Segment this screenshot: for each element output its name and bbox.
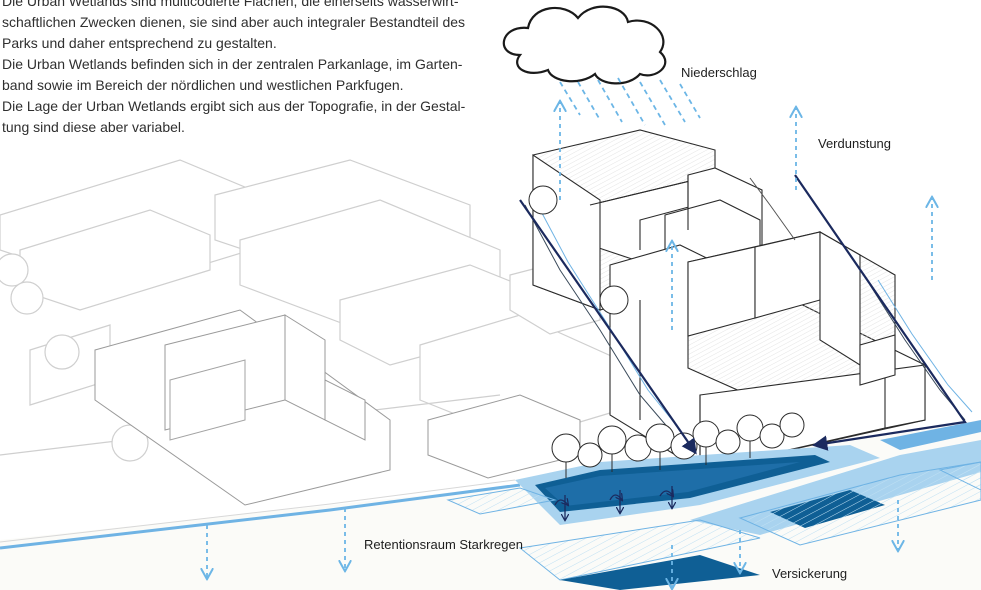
runoff-arrows: [519, 174, 967, 455]
rain-lines: [559, 77, 701, 126]
label-evaporation: Verdunstung: [818, 136, 891, 151]
intro-line: Die Urban Wetlands sind multicodierte Fl…: [2, 0, 459, 9]
intro-line: schaftlichen Zwecken dienen, sie sind ab…: [2, 14, 466, 30]
runoff-arrow-right: [794, 174, 967, 451]
edge-trees: [528, 185, 629, 315]
sidewalk-line: [0, 479, 516, 543]
background-buildings: [0, 159, 621, 462]
runoff-arrow-left: [519, 199, 697, 455]
intro-line: Parks und daher entsprechend zu gestalte…: [2, 35, 277, 51]
infiltration-fields: [446, 420, 981, 590]
intro-line: Die Lage der Urban Wetlands ergibt sich …: [2, 98, 466, 114]
cloud-icon: [502, 5, 667, 85]
evaporation-arrows: [560, 102, 932, 330]
wetland-trees: [551, 412, 805, 478]
retention-area: [515, 445, 880, 525]
street-edge: [0, 483, 521, 550]
label-retention: Retentionsraum Starkregen: [364, 537, 523, 552]
intro-line: Die Urban Wetlands befinden sich in der …: [2, 56, 463, 72]
intro-line: band sowie im Bereich der nördlichen und…: [2, 77, 404, 93]
focal-buildings: [532, 129, 926, 471]
infiltration-arrows: [207, 500, 898, 588]
foreground-left-buildings: [94, 309, 581, 506]
label-infiltration: Versickerung: [772, 566, 847, 581]
intro-line: tung sind diese aber variabel.: [2, 119, 185, 135]
label-precipitation: Niederschlag: [681, 65, 757, 80]
